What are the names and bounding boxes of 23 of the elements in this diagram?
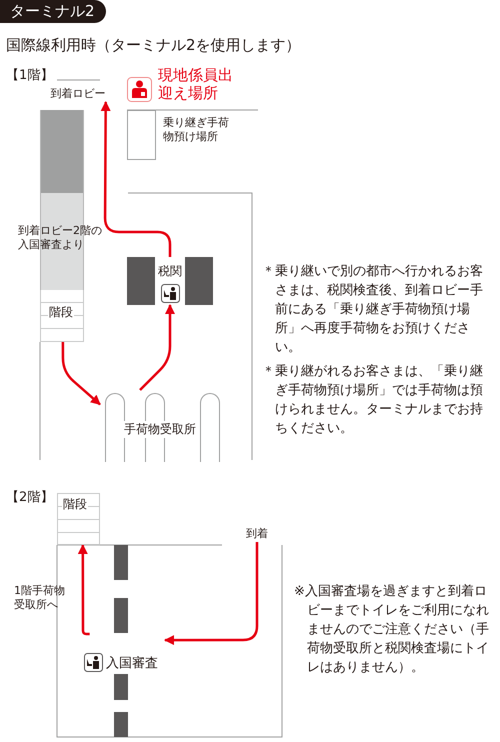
- area-label: 到着ロビー2階の入国審査より: [18, 224, 103, 252]
- route-arrow: [100, 101, 172, 257]
- area-label: 税関: [158, 263, 182, 280]
- note-text: ※入国審査場を過ぎますと到着ロビーまでトイレをご利用になれませんのでご注意ください（手荷物受取所と税関検査場にトイレはありません）。: [294, 583, 490, 677]
- floor-label: 1階手荷物受取所へ: [14, 584, 66, 613]
- place-label: 到着: [245, 526, 269, 541]
- floor-label: 【1階】: [6, 68, 54, 85]
- note-text: ＊乗り継いで別の都市へ行かれるお客さまは、税関検査後、到着ロビー手前にある「乗り継ぎ手荷物預け場所」へ再度手荷物をお預けください。: [262, 263, 484, 357]
- note-text: ＊乗り継がれるお客さまは、「乗り継ぎ手荷物預け場所」では手荷物は預けられません。ターミナルまでお持ちください。: [262, 363, 484, 438]
- floor-label: 【2階】: [6, 490, 54, 507]
- route-arrow: [62, 342, 101, 406]
- area-label: 手荷物受取所: [124, 421, 196, 438]
- stairs-label: 階段: [48, 304, 74, 321]
- page-title: 国際線利用時（ターミナル2を使用します）: [6, 36, 301, 55]
- section-badge: ターミナル2: [0, 0, 106, 23]
- place-label: 到着ロビー: [50, 86, 106, 101]
- route-arrow: [164, 542, 258, 646]
- area-label: 入国審査: [106, 654, 158, 672]
- area-label: 乗り継ぎ手荷物預け場所: [163, 116, 230, 144]
- stairs-label: 階段: [62, 496, 88, 513]
- route-arrow: [139, 304, 175, 391]
- meeting-point-label: 現地係員出迎え場所: [158, 66, 234, 102]
- route-arrow: [78, 544, 90, 636]
